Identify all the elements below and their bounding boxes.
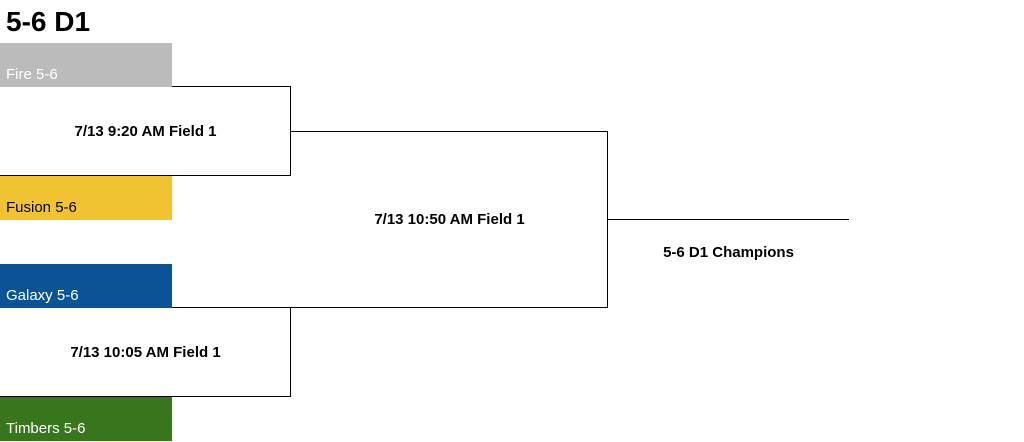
bracket-line — [291, 131, 608, 132]
champion-line — [608, 219, 849, 220]
team-name: Galaxy 5-6 — [6, 287, 79, 304]
final-match-label: 7/13 10:50 AM Field 1 — [374, 211, 525, 228]
team-name: Timbers 5-6 — [6, 420, 86, 437]
semi2-match-label: 7/13 10:05 AM Field 1 — [70, 344, 221, 361]
bracket-line — [290, 307, 291, 396]
team-name: Fire 5-6 — [6, 66, 58, 83]
semi1-match-label: 7/13 9:20 AM Field 1 — [74, 123, 217, 140]
bracket-line — [0, 396, 291, 397]
bracket-line — [607, 131, 608, 308]
team-name: Fusion 5-6 — [6, 199, 77, 216]
bracket-line — [291, 307, 608, 308]
bracket-title: 5-6 D1 — [6, 6, 91, 37]
champion-label: 5-6 D1 Champions — [663, 244, 794, 261]
bracket-line — [172, 86, 291, 87]
bracket-line — [172, 307, 291, 308]
team-slot-galaxy: Galaxy 5-6 — [0, 264, 172, 308]
bracket-line — [0, 175, 291, 176]
team-slot-fire: Fire 5-6 — [0, 43, 172, 87]
bracket-line — [290, 86, 291, 175]
team-slot-fusion: Fusion 5-6 — [0, 176, 172, 220]
team-slot-timbers: Timbers 5-6 — [0, 397, 172, 441]
